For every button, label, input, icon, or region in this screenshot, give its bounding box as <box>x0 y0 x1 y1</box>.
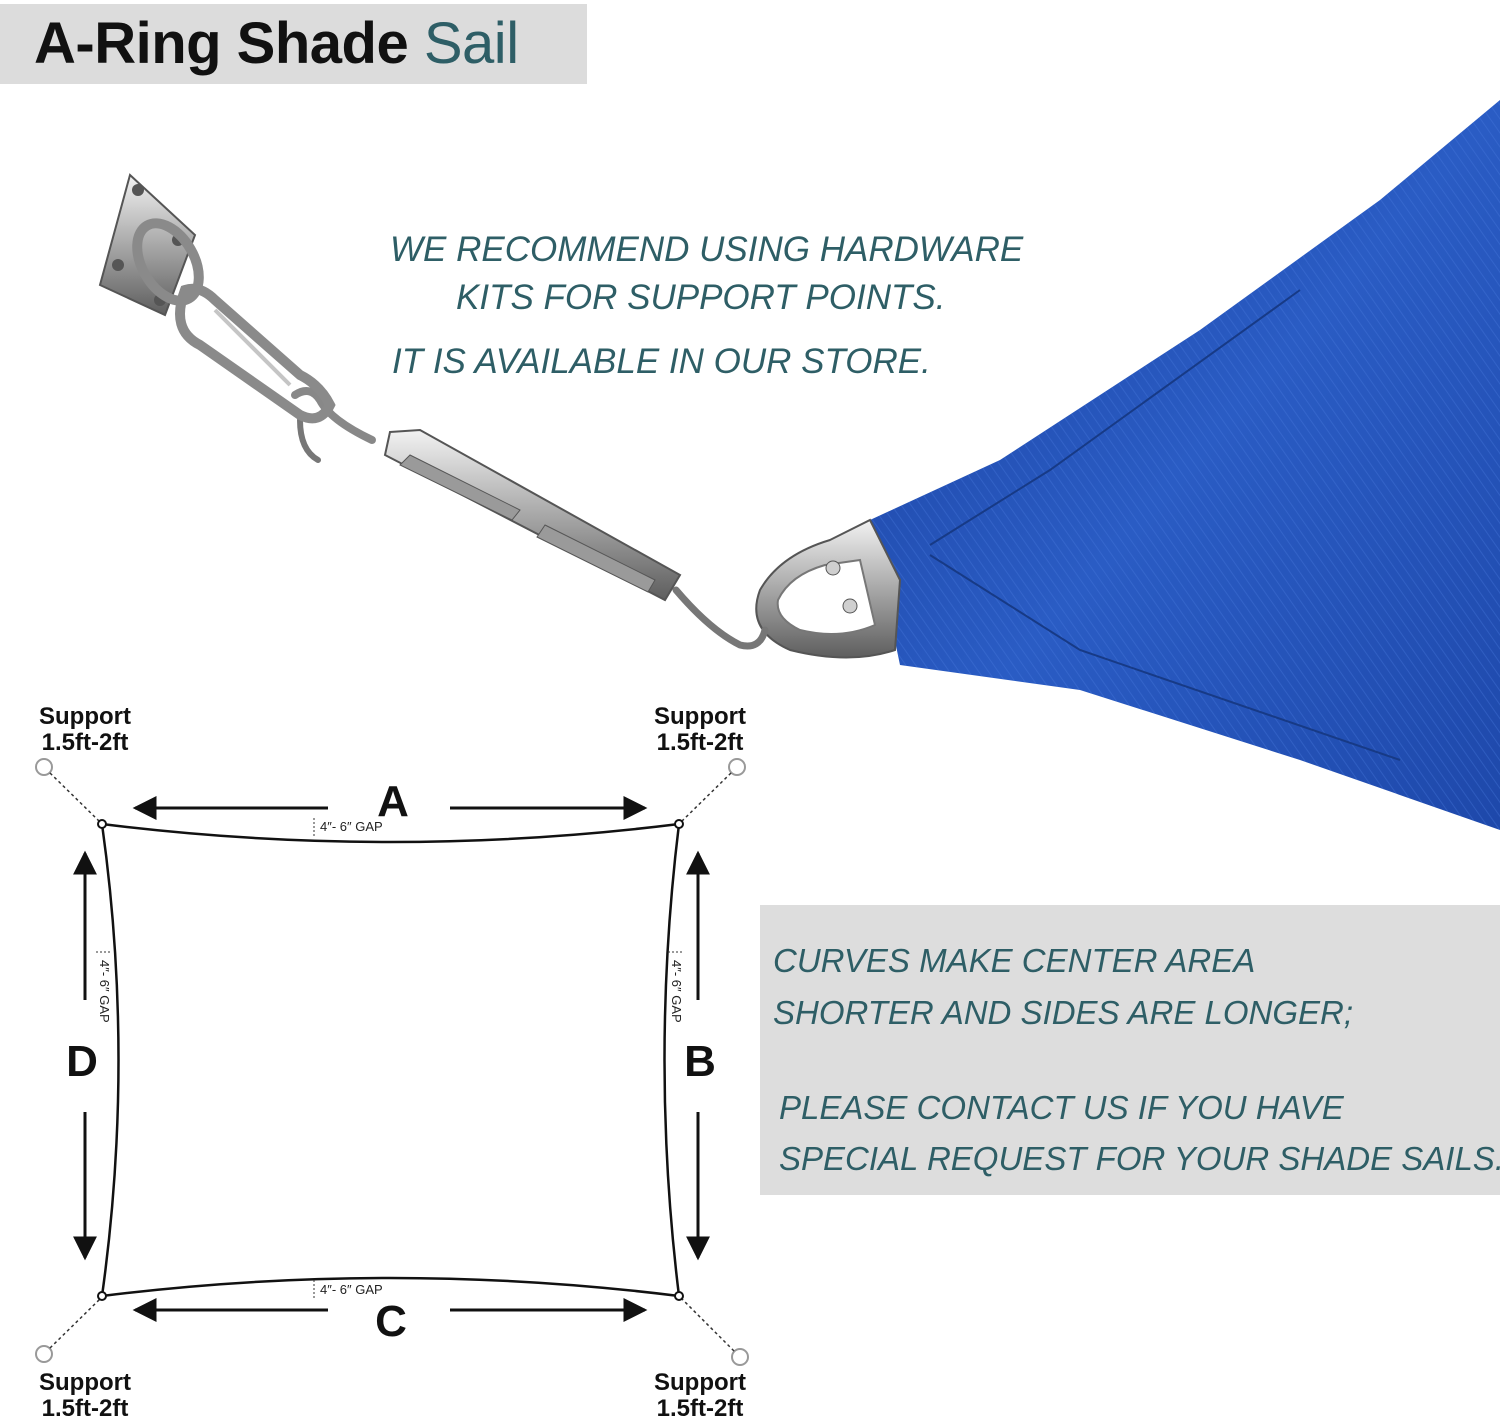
support-label-bottom-left: Support 1.5ft-2ft <box>15 1370 155 1422</box>
side-label-b: B <box>684 1037 716 1086</box>
support-distance: 1.5ft-2ft <box>41 729 129 756</box>
gap-label-left: 4″- 6″ GAP <box>97 960 112 1023</box>
a-ring-icon <box>755 518 902 659</box>
support-distance: 1.5ft-2ft <box>656 1395 744 1422</box>
support-title: Support <box>39 703 131 730</box>
support-title: Support <box>654 1369 746 1396</box>
note-line-4: SPECIAL REQUEST FOR YOUR SHADE SAILS. <box>779 1140 1500 1177</box>
support-title: Support <box>654 703 746 730</box>
support-point-bottom-left <box>35 1291 107 1363</box>
gap-label-bottom: 4″- 6″ GAP <box>320 1282 383 1297</box>
side-label-a: A <box>377 777 409 826</box>
note-line-1: CURVES MAKE CENTER AREA <box>773 942 1256 979</box>
support-point-bottom-right <box>674 1291 749 1366</box>
support-distance: 1.5ft-2ft <box>656 729 744 756</box>
support-label-top-right: Support 1.5ft-2ft <box>630 704 770 756</box>
support-point-top-left <box>35 758 107 829</box>
turnbuckle-icon <box>291 387 769 650</box>
gap-label-top: 4″- 6″ GAP <box>320 819 383 834</box>
carabiner-icon <box>175 283 336 424</box>
support-label-top-left: Support 1.5ft-2ft <box>15 704 155 756</box>
support-point-top-right <box>674 758 746 829</box>
shade-sail-fabric <box>870 100 1500 830</box>
page-title: A-Ring Shade Sail <box>34 12 519 76</box>
recommendation-line-1: WE RECOMMEND USING HARDWARE <box>390 230 1024 269</box>
support-label-bottom-right: Support 1.5ft-2ft <box>630 1370 770 1422</box>
sail-outline <box>100 822 681 1298</box>
note-line-2: SHORTER AND SIDES ARE LONGER; <box>773 994 1354 1031</box>
title-banner: A-Ring Shade Sail <box>0 4 587 84</box>
side-label-d: D <box>66 1037 98 1086</box>
note-line-3: PLEASE CONTACT US IF YOU HAVE <box>779 1089 1344 1126</box>
gap-label-right: 4″- 6″ GAP <box>669 960 684 1023</box>
support-title: Support <box>39 1369 131 1396</box>
recommendation-line-3: IT IS AVAILABLE IN OUR STORE. <box>392 342 931 381</box>
title-bold: A-Ring Shade <box>34 11 409 76</box>
recommendation-line-2: KITS FOR SUPPORT POINTS. <box>456 278 946 317</box>
title-accent: Sail <box>423 11 519 76</box>
notes-box <box>760 905 1500 1195</box>
support-distance: 1.5ft-2ft <box>41 1395 129 1422</box>
side-label-c: C <box>375 1297 407 1346</box>
pad-eye-icon <box>98 173 204 317</box>
